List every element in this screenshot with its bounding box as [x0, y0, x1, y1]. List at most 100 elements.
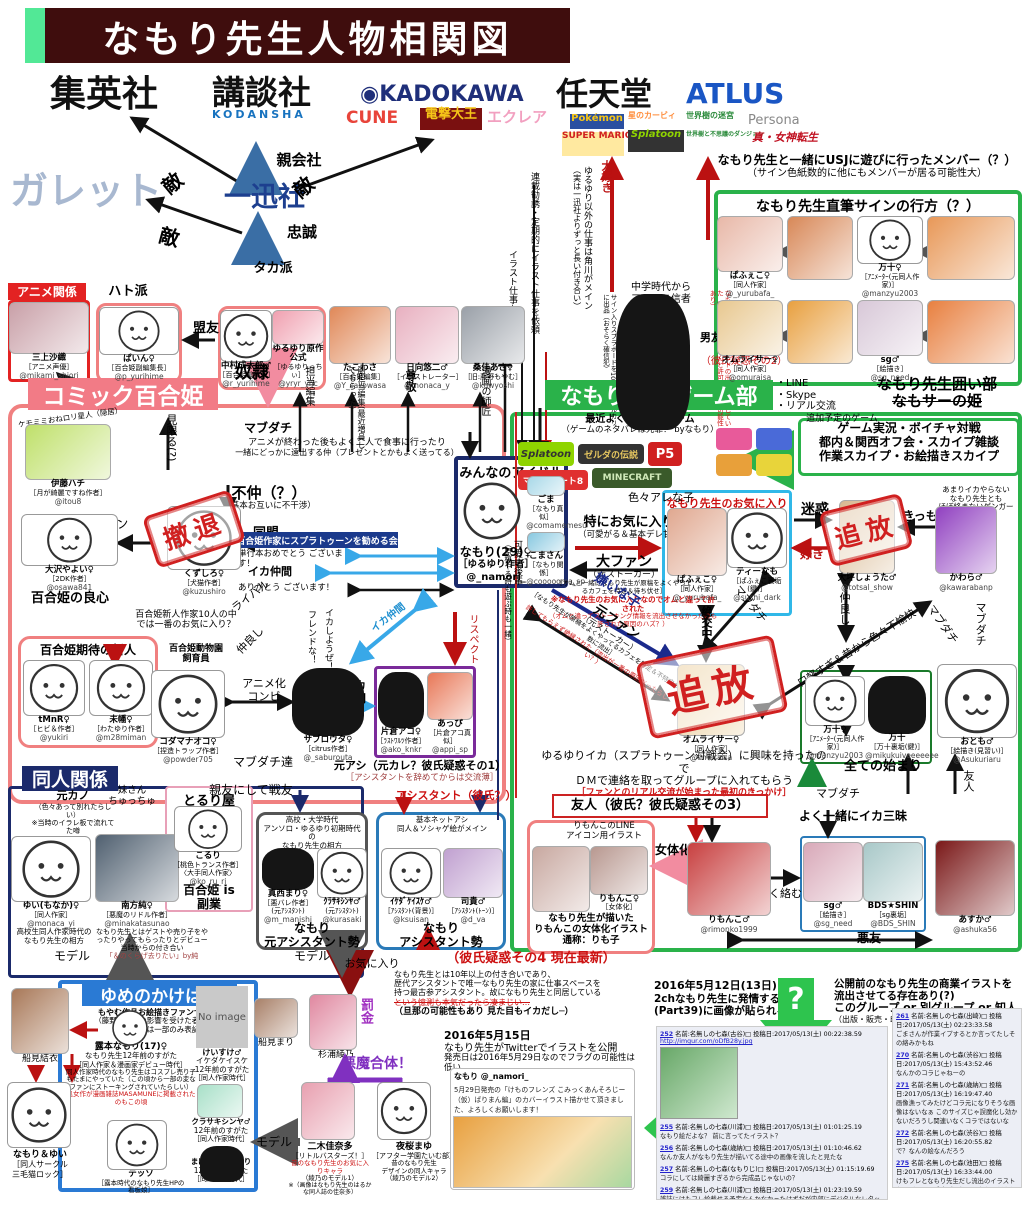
model-label-1: モデル: [53, 949, 90, 963]
tankobon-label: 単行本おめでとう ございます！: [238, 549, 343, 569]
kemono-tweet: なもり @_namori_5月29日発売の「けものフレンズ こみっくあんそろじー…: [450, 1068, 635, 1190]
assistant-title-label: なもりアシスタント勢: [399, 921, 483, 949]
game-club-panel: [510, 412, 1022, 952]
subete-label: 全ての始まり: [843, 759, 922, 774]
namori-face: [460, 478, 524, 544]
thread-post: 252 名前:名無しの七森(古谷)□ 投稿日:2017/05/13(土) 00:…: [660, 1029, 884, 1119]
manzyu-uraaka: 万十［万十裏垢(鍵)］@mikukuiveeeeeee: [865, 676, 939, 760]
upcoming-game-logo-4: [756, 454, 792, 476]
hyuga-yuji: 日向悠二♂［イラストレーター］@monaca_y: [392, 306, 463, 390]
character-caption: こるり［桃色トランス作者］〈大手同人作家〉@ko_ru_ri: [173, 851, 243, 886]
character-caption: 桑佳あさ♀［旧:藤野もやむ］@kuwyoshi: [463, 363, 523, 390]
character-caption: tMnR♀［ヒビ＆作者］@yukiri: [29, 715, 79, 742]
zelda-chip: ゼルダの伝説: [578, 444, 644, 464]
character-caption: 司貴♂［ｱｼｽﾀﾝﾄ(ﾄｰﾝ)］@d_va: [447, 897, 499, 924]
post-number-link[interactable]: 257: [660, 1166, 674, 1173]
imgur-link[interactable]: http://imgur.com/oDfB28y.jpg: [660, 1038, 753, 1045]
chusei-label: 忠誠: [286, 223, 317, 241]
avatar: [89, 660, 153, 717]
avatar: [527, 532, 565, 553]
post-number-link[interactable]: 275: [896, 1160, 910, 1167]
susumerukai-header: 百合姫作家にスプラトゥーンを勧める会: [236, 532, 398, 548]
character-caption: たこわさ［百合姫編集］@Y_sakowasa: [333, 363, 387, 390]
post-number-link[interactable]: 261: [896, 1013, 910, 1020]
character-caption: コダマナオコ♀［捏造トラップ作者］@powder705: [153, 737, 223, 764]
assistant-note-label: 基本ネットアシ同人＆ソシャゲ絵がメイン: [397, 815, 487, 833]
post-number-link[interactable]: 252: [660, 1031, 674, 1038]
suki-label: 好き: [799, 547, 824, 561]
kirby-logo: 星のカービィ: [628, 111, 676, 120]
funami-mari-label: 船見まり: [257, 1038, 294, 1048]
avatar: [200, 1146, 244, 1182]
character-caption: 中村成太郎♂［百合姫編集長］@r_yurihime: [218, 361, 275, 388]
katakura-ako: 片倉アコ♀［ﾗｽﾄﾜﾙﾂ作者］@ako_knkr: [377, 672, 426, 754]
arigato-label: ありがとう ございます！: [238, 583, 335, 593]
futaki-label: 二木佳奈多［リトルバスターズ！］昔のなもり先生のお気に入りキャラ（綾乃のモデル1…: [288, 1142, 372, 1196]
character-caption: かわら♂@kawarabanp: [939, 573, 993, 592]
namori-role-label: ［ゆるゆり作者］: [457, 559, 534, 570]
thread-right-posts: 261 名前:名無しの七森(出崎)□ 投稿日:2017/05/13(土) 02:…: [892, 1008, 1022, 1188]
rimonko: りもんこ♂@rimonko1999: [687, 842, 771, 934]
kareshi4-note-label: なもり先生とは10年以上の付き合いであり、歴代アシスタントで唯一なもり先生の家に…: [394, 970, 602, 1017]
comic-yurihime-header: コミック百合姫: [28, 378, 218, 410]
illust-irai-label: イラスト仕事も依頼: [507, 250, 517, 331]
keisuke-sketch: [197, 1084, 243, 1118]
pain: ぱいん♀［百合姫副編集長］@p_yurihime: [99, 307, 179, 381]
post-number-link[interactable]: 272: [896, 1130, 910, 1137]
teanamo: ティーなも［ぱふぇこ裏垢(鍵)］@sushi_dark: [727, 508, 787, 602]
post-number-link[interactable]: 255: [660, 1124, 674, 1131]
character-caption: りもんこ♂@rimonko1999: [700, 915, 758, 934]
sign-panel-title: なもり先生直筆サインの行方（？）: [756, 199, 980, 215]
sign-omuraisa: オムライサー♀［同人作家］@omuraisa: [717, 300, 783, 382]
post-number-link[interactable]: 270: [896, 1052, 910, 1059]
eclair-logo: エクレア: [487, 108, 548, 126]
upcoming-game-logo-3: [756, 428, 792, 450]
character-caption: BDS★SHIN［sg裏垢］@BDS_SHIN: [867, 901, 919, 928]
usj-silhouette: [616, 294, 690, 430]
character-caption: こまさん［なもり関係］@coooooma_sp: [526, 551, 586, 586]
kurasaki12-label: クラサキシンヤ♂12年前のすがた［同人作家時代］: [191, 1117, 251, 1144]
daisuki-label: 大好き: [600, 160, 613, 193]
avatar: [590, 846, 648, 895]
galette-logo: ガレット: [10, 169, 163, 213]
takaha-label: タカ派: [253, 261, 293, 276]
page-title-text: なもり先生人物相関図: [102, 17, 513, 61]
rimoko-label: なもり先生が描いたりもんこの女体化イラスト通称：りも子: [534, 913, 648, 946]
character-caption: ゆるゆり原作公式［ゆるゆりっちぃ］@yryr_yhc: [272, 343, 324, 388]
avatar: [727, 508, 787, 569]
funami-yui-label: 船見結衣: [21, 1054, 58, 1064]
post-number-link[interactable]: 259: [660, 1187, 674, 1194]
motoashi-sub-label: ［アシスタントを辞めてからは交流薄］: [345, 773, 499, 783]
kurasaki-shinya: ｸﾗｻｷｼﾝﾔ♂(元ｱｼｽﾀﾝﾄ)@kurasaki: [317, 848, 367, 924]
friend-na-label: フレンドな！: [306, 610, 316, 664]
motokano-label: 元カノ（色々あって別れたらしい）※当時のイラレ板で流れてた噂: [31, 789, 115, 835]
post-number-link[interactable]: 271: [896, 1082, 910, 1089]
osawa-yayoi: 大沢やよい♀［2DK作者］@osawa841: [21, 514, 118, 592]
tsuyumoto-blob: [100, 1008, 160, 1048]
post-number-link[interactable]: 256: [660, 1145, 674, 1152]
character-caption: 伊藤ハチ［月が綺麗ですね作者］@itou8: [29, 479, 107, 506]
avatar: [174, 806, 242, 853]
akuma-gattai-label: 悪魔合体！: [342, 1056, 412, 1072]
hatoha-label: ハト派: [108, 284, 148, 299]
avatar: [616, 294, 690, 430]
model-label-2: モデル: [293, 949, 330, 963]
character-caption: ｸﾗｻｷｼﾝﾔ♂(元ｱｼｽﾀﾝﾄ)@kurasaki: [322, 897, 362, 924]
avatar: [301, 1082, 355, 1140]
rimonko-line-img-2: りもんこ♀［女体化］: [590, 846, 648, 912]
character-caption: 日向悠二♂［イラストレーター］@monaca_y: [392, 363, 463, 390]
avatar: [937, 664, 1017, 739]
okiniiri-label: お気に入り: [344, 957, 400, 970]
character-caption: 万十［万十裏垢(鍵)］@mikukuiveeeeeee: [865, 733, 939, 760]
sign-1: [787, 216, 853, 280]
character-caption: 万十♀［ｱﾆﾒｰﾀｰ(元同人作家)］@manzyu2003: [860, 263, 920, 298]
ikazanmai-label: よく一緒にイカ三昧: [798, 809, 907, 823]
game-activity-label: ゲーム実況・ボイチャ対戦都内＆関西オフ会・スカイプ雑談作業スカイプ・お絵描きスカ…: [818, 421, 999, 463]
shueisha-logo: 集英社: [50, 73, 159, 115]
yujin-label: 友人: [962, 770, 975, 792]
thread-post: 270 名前:名無しの七森(渋谷)□ 投稿日:2017/05/13(土) 15:…: [896, 1052, 1002, 1077]
respect-label: リスペクト: [467, 614, 478, 664]
no-image-box: No image: [196, 986, 248, 1048]
